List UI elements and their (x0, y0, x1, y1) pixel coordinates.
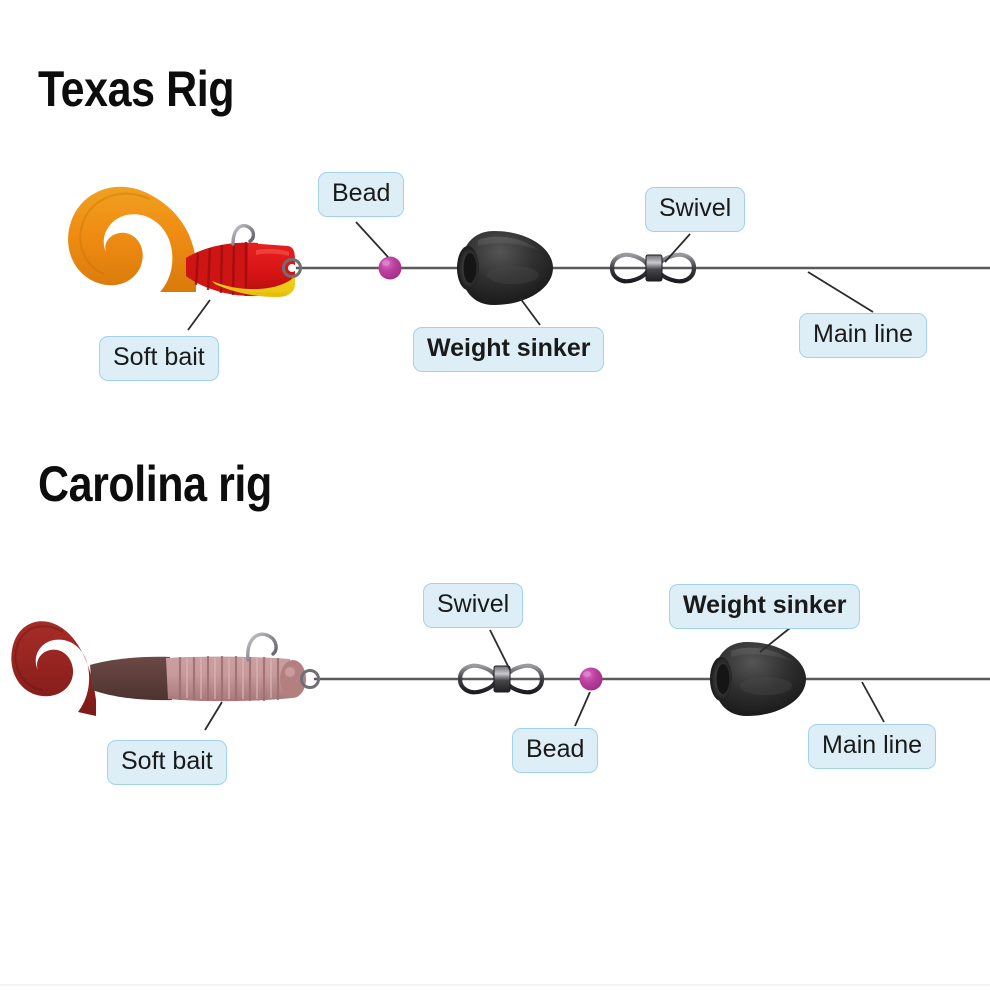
carolina-label-bead[interactable]: Bead (512, 728, 599, 773)
bottom-divider (0, 984, 990, 986)
carolina-weight-sinker (710, 642, 806, 716)
texas-label-main-line[interactable]: Main line (799, 313, 928, 358)
carolina-swivel (457, 663, 545, 695)
texas-label-soft-bait[interactable]: Soft bait (99, 336, 219, 381)
carolina-label-swivel[interactable]: Swivel (423, 583, 524, 628)
carolina-hook-eye (300, 669, 320, 689)
leader-carolina-swivel (489, 629, 511, 671)
texas-label-swivel[interactable]: Swivel (645, 187, 746, 232)
carolina-label-soft-bait[interactable]: Soft bait (107, 740, 227, 785)
leader-texas-weight-sinker (519, 297, 541, 326)
leader-texas-main-line (807, 271, 874, 313)
texas-label-bead[interactable]: Bead (318, 172, 405, 217)
leader-carolina-weight-sinker (759, 627, 791, 653)
carolina-rig-title: Carolina rig (38, 456, 272, 512)
leader-texas-bead (355, 221, 389, 258)
carolina-hook (246, 632, 278, 662)
texas-label-weight-sinker[interactable]: Weight sinker (413, 327, 605, 372)
leader-lines (187, 221, 885, 731)
leader-texas-swivel (664, 233, 691, 263)
texas-rig-title: Texas Rig (38, 61, 235, 117)
carolina-soft-bait (11, 621, 306, 716)
leader-carolina-soft-bait (204, 701, 223, 731)
leader-texas-soft-bait (187, 299, 211, 331)
texas-hook-eye (282, 258, 302, 278)
texas-swivel (609, 252, 697, 284)
carolina-rig-artwork (11, 621, 990, 716)
texas-bead (378, 256, 402, 280)
carolina-bead (579, 667, 603, 691)
texas-weight-sinker (457, 231, 553, 305)
leader-carolina-main-line (861, 681, 885, 723)
texas-rig-artwork (68, 186, 990, 305)
texas-hook (231, 224, 256, 246)
leader-carolina-bead (574, 691, 591, 727)
texas-soft-bait (68, 186, 295, 297)
carolina-label-main-line[interactable]: Main line (808, 724, 937, 769)
carolina-label-weight-sinker[interactable]: Weight sinker (669, 584, 861, 629)
